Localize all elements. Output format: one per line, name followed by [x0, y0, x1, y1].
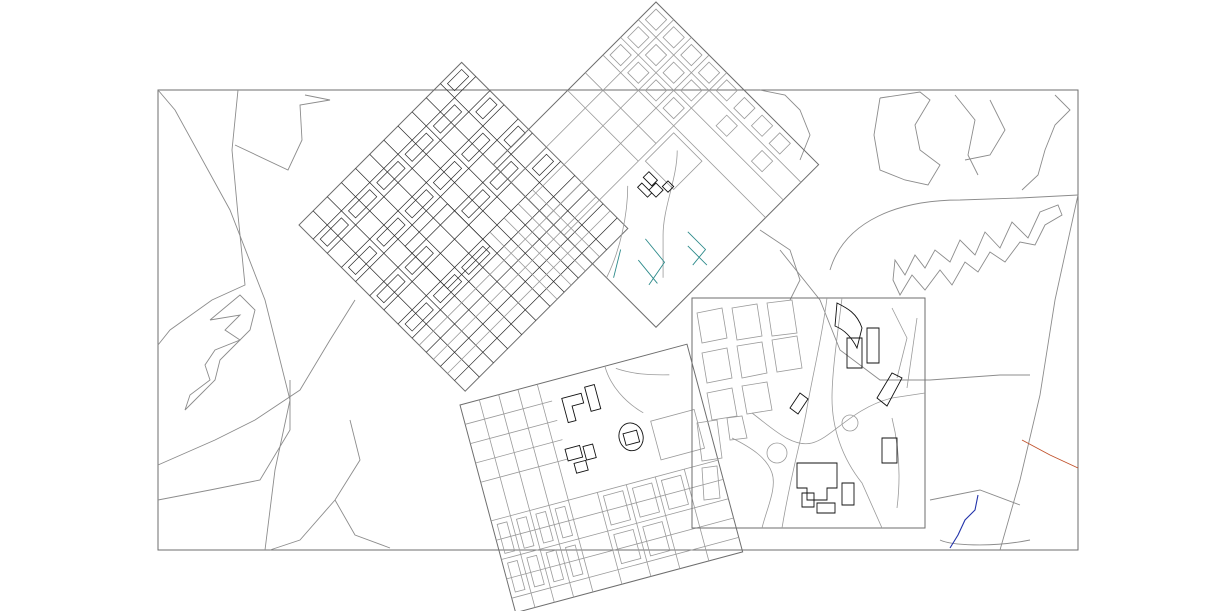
terrain-line [954, 94, 979, 176]
terrain-line [184, 294, 256, 411]
terrain-line [334, 499, 391, 549]
map-tile-right-roads [691, 297, 926, 529]
terrain-line [157, 89, 246, 346]
street-grid [465, 366, 739, 608]
terrain-line [829, 194, 1079, 271]
terrain-line-red [1021, 439, 1079, 469]
terrain-line [929, 489, 1021, 506]
base-map-frame [157, 89, 1079, 551]
terrain-line [892, 204, 1063, 296]
street-grid [696, 297, 926, 529]
terrain-line [873, 91, 941, 186]
tile-frame [492, 1, 820, 328]
tile-frame [691, 297, 926, 529]
building-cluster [561, 383, 644, 474]
street-grid [510, 8, 802, 278]
terrain-line [157, 299, 356, 466]
terrain-line [759, 229, 801, 301]
tile-frame [298, 61, 629, 392]
teal-parcels [613, 231, 708, 286]
terrain-line [157, 380, 291, 501]
terrain-line [269, 419, 361, 551]
street-grid [312, 68, 618, 381]
terrain-line [1021, 94, 1071, 191]
river-line [949, 494, 979, 549]
terrain-line [157, 89, 291, 551]
building-cluster [789, 302, 903, 514]
map-tile-lower-grid [459, 343, 744, 611]
terrain-line [964, 99, 1006, 161]
building-cluster [636, 171, 675, 198]
base-map-layer [157, 89, 1079, 551]
terrain-line [779, 249, 1030, 381]
terrain-line [999, 194, 1079, 551]
tile-frame [459, 343, 744, 611]
map-tile-park-grid [492, 1, 820, 328]
terrain-line [234, 94, 331, 171]
terrain-line [759, 89, 811, 161]
terrain-line [939, 539, 1031, 546]
map-tile-dense-grid [298, 61, 629, 392]
